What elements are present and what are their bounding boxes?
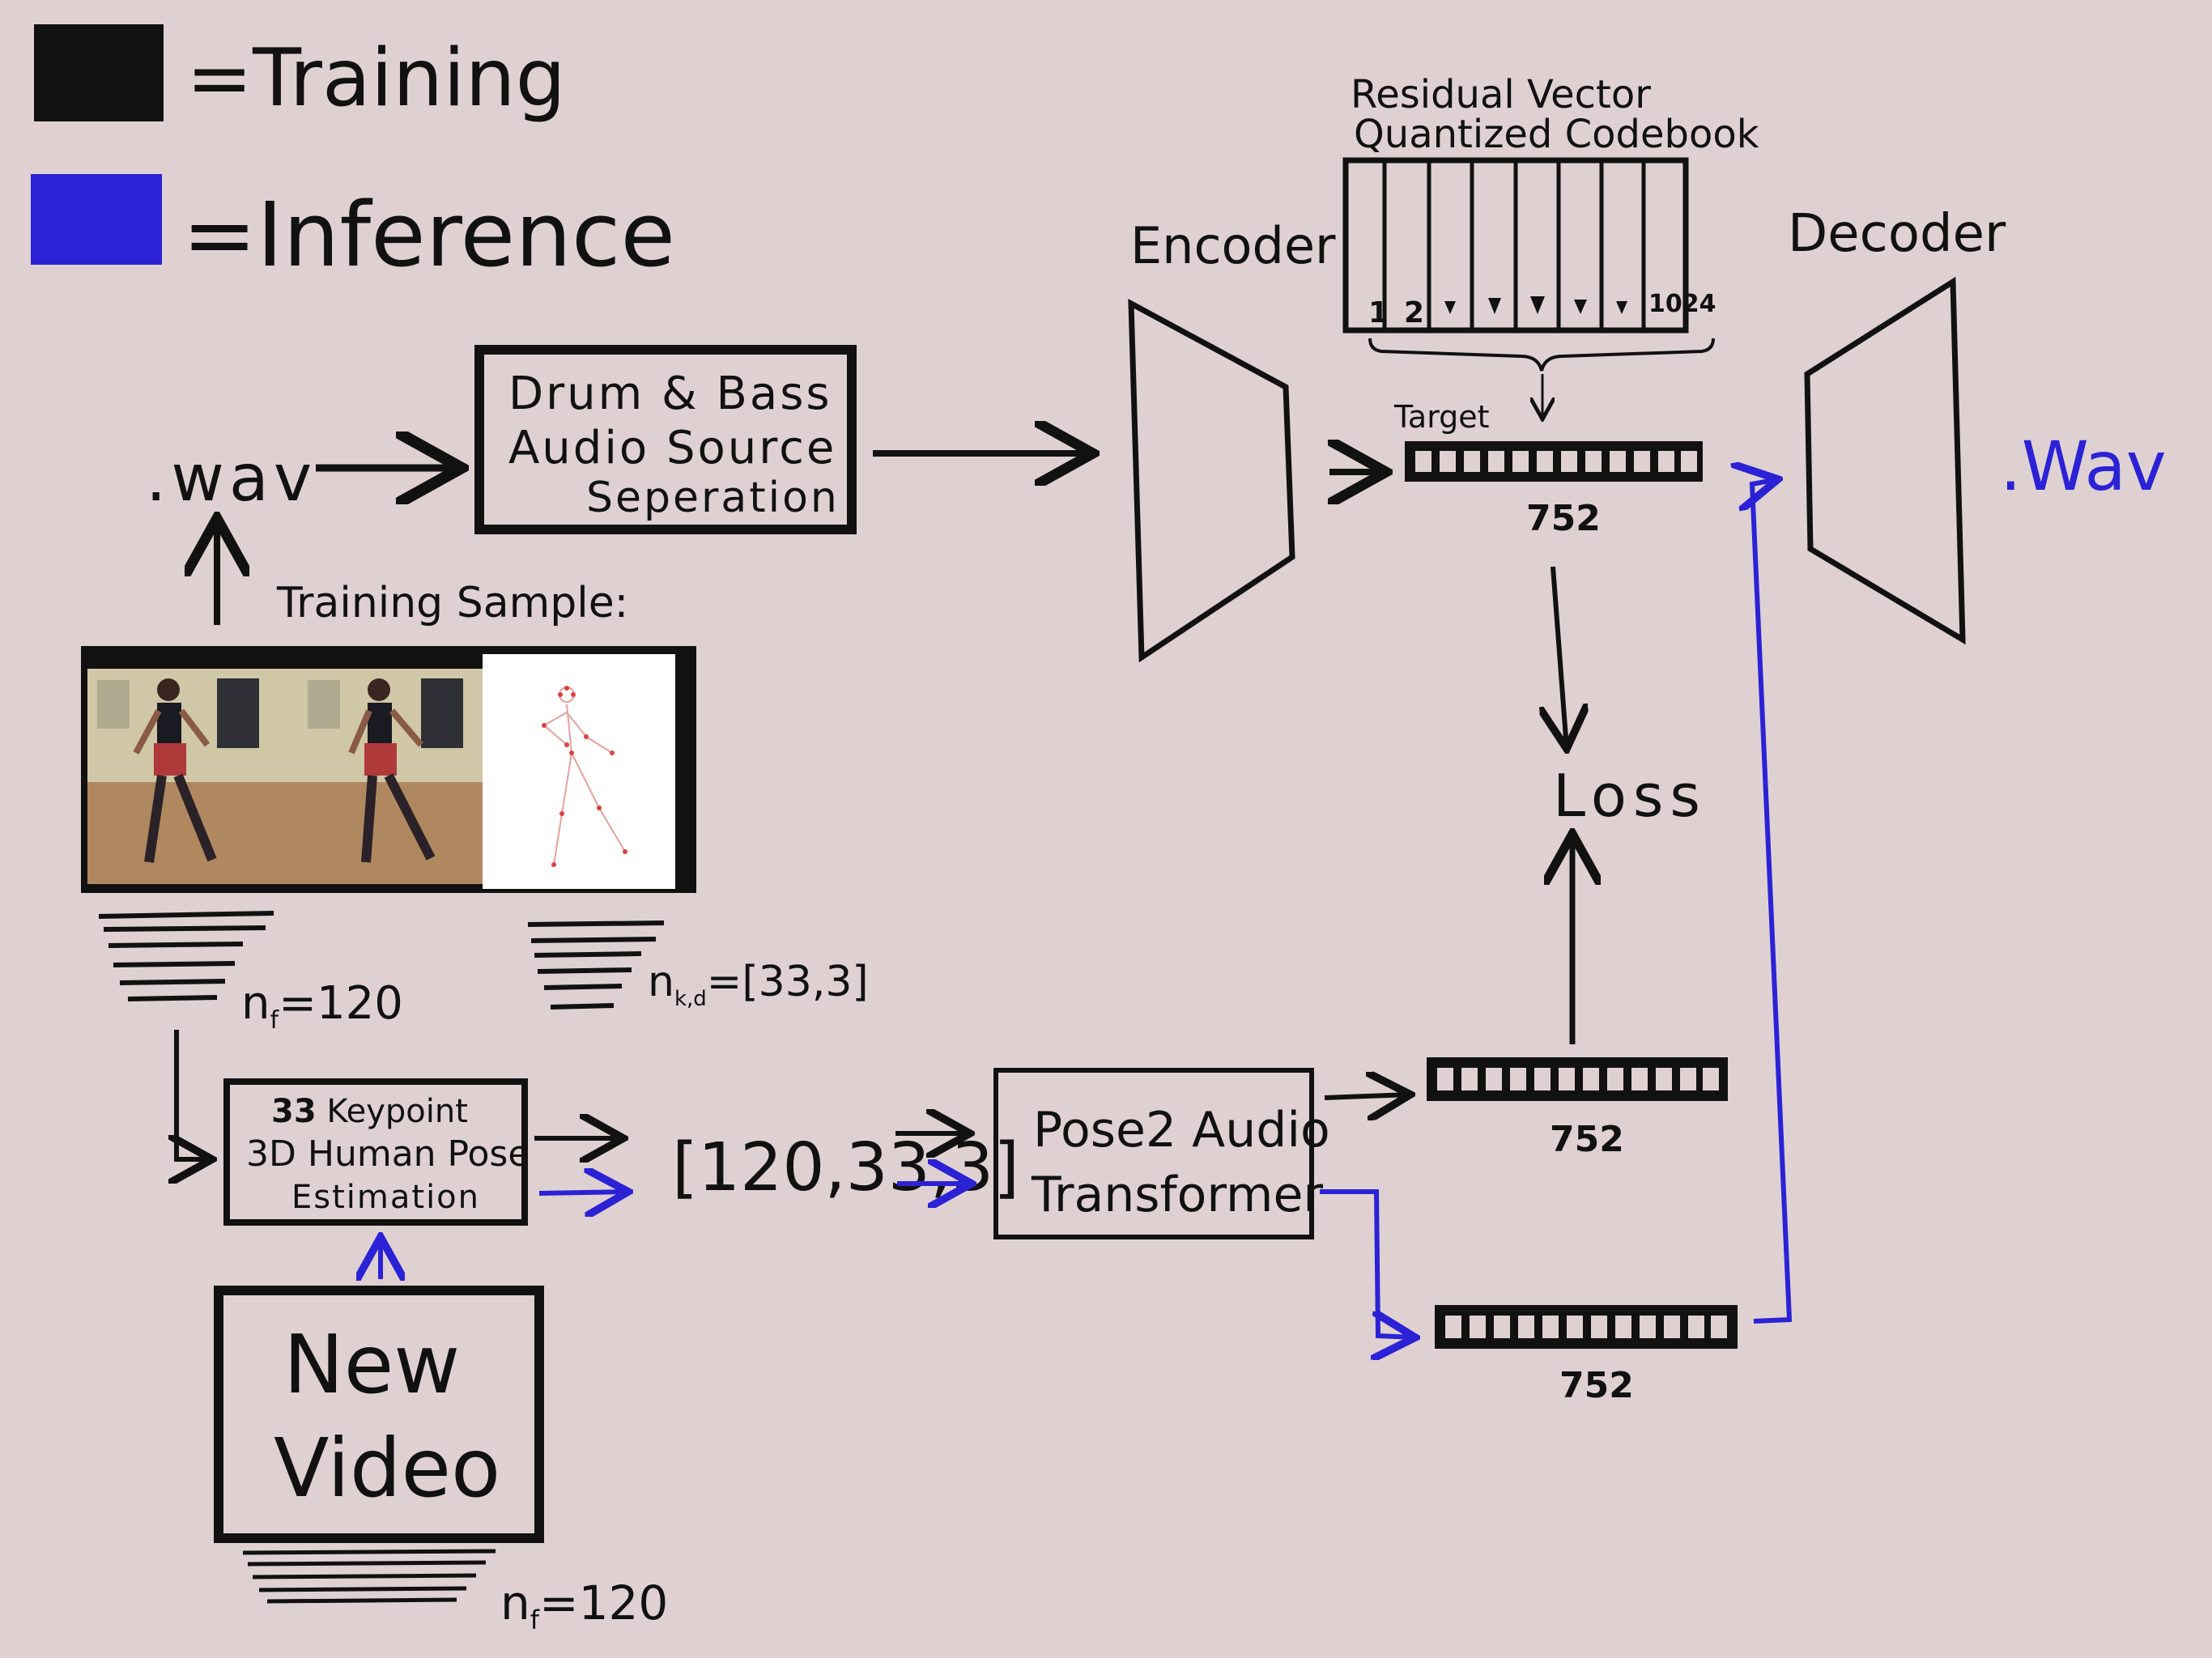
pose-estimation-line2: 3D Human Pose — [246, 1133, 530, 1175]
codebook-title-line1: Residual Vector — [1351, 72, 1651, 117]
new-video-frames-stack — [242, 1549, 496, 1604]
inference-legend-label: =Inference — [182, 183, 675, 287]
codebook-title-line2: Quantized Codebook — [1354, 112, 1759, 157]
codebook-entry-second: 2 — [1404, 296, 1424, 329]
inference-token-count: 752 — [1559, 1365, 1634, 1406]
training-legend-swatch — [34, 24, 164, 121]
source-separation-line1: Drum & Bass — [508, 368, 832, 420]
pose2audio-line1: Pose2 Audio — [1033, 1102, 1330, 1158]
encoder-trapezoid — [1128, 299, 1295, 663]
target-token-count: 752 — [1526, 498, 1601, 539]
arrow-pose-to-tensor-inference — [538, 1192, 628, 1193]
new-video-frame-count: nf=120 — [500, 1575, 668, 1635]
training-sample-video-frames — [87, 654, 675, 889]
source-separation-line2: Audio Source — [508, 422, 836, 474]
arrow-transformer-to-inference-tokens — [1320, 1189, 1415, 1337]
source-separation-line3: Seperation — [586, 474, 840, 522]
decoder-trapezoid — [1804, 276, 1966, 645]
training-legend-label: =Training — [186, 32, 566, 125]
codebook-ellipsis-dots — [1444, 296, 1627, 314]
arrow-inference-tokens-to-decoder — [1752, 479, 1793, 1324]
inference-token-bar — [1435, 1305, 1738, 1349]
new-video-line2: Video — [274, 1421, 500, 1516]
predicted-token-count: 752 — [1550, 1119, 1624, 1160]
loss-label: Loss — [1553, 762, 1707, 830]
codebook-entry-first: 1 — [1368, 296, 1389, 329]
training-frames-stack-left — [98, 911, 274, 1001]
pose2audio-box — [993, 1068, 1314, 1239]
pose2audio-line2: Transformer — [1031, 1167, 1323, 1223]
codebook-dividers — [1382, 160, 1646, 330]
arrow-transformer-to-prediction — [1324, 1095, 1410, 1098]
pose-estimation-line3: Estimation — [291, 1179, 480, 1216]
decoder-label: Decoder — [1788, 204, 2006, 264]
target-label: Target — [1393, 399, 1490, 435]
predicted-token-bar — [1427, 1057, 1728, 1101]
codebook-entry-last: 1024 — [1648, 290, 1716, 318]
inference-legend-swatch — [31, 174, 162, 265]
new-video-line1: New — [283, 1317, 460, 1412]
source-separation-box — [474, 345, 857, 534]
codebook-brace — [1368, 338, 1715, 372]
new-video-box — [214, 1286, 544, 1543]
tensor-shape: [120,33,3] — [672, 1129, 1019, 1206]
input-wav-label: .wav — [146, 440, 317, 516]
arrow-target-to-loss — [1553, 566, 1567, 749]
output-wav-label: .Wav — [2000, 427, 2167, 506]
training-frames-stack-right — [527, 920, 665, 1010]
arrow-sample-to-pose-estimation — [177, 1030, 212, 1159]
encoder-label: Encoder — [1130, 216, 1336, 275]
pose-estimation-box — [223, 1078, 528, 1226]
keypoint-dims-label: nk,d=[33,3] — [648, 958, 869, 1011]
training-sample-title: Training Sample: — [276, 579, 628, 627]
target-token-bar — [1405, 441, 1703, 482]
pose-estimation-line1: 33 Keypoint — [271, 1093, 468, 1130]
frame-count-label: nf=120 — [241, 977, 403, 1035]
